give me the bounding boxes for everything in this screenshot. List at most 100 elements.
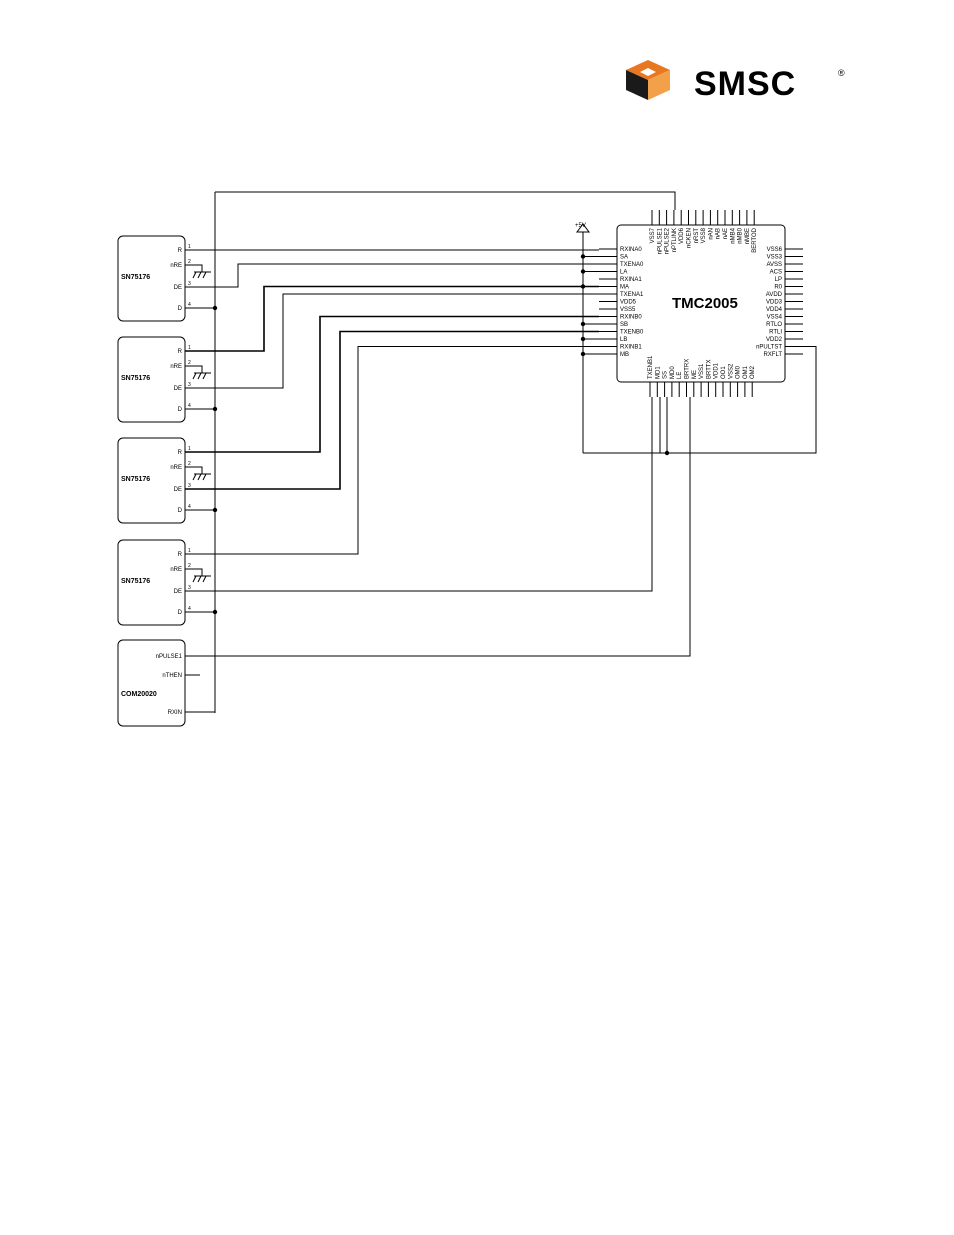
main-chip-bottom-pin-label: VSS2 — [728, 363, 734, 379]
main-chip-top-pin-label: VSS7 — [650, 227, 656, 243]
transceiver-pin-label: nRE — [170, 364, 182, 370]
main-chip-right-pin-label: VSS4 — [767, 315, 783, 321]
transceiver-pin-number: 2 — [188, 461, 191, 467]
wire-nplttst-loop — [583, 346, 817, 454]
transceiver-pin-label: R — [178, 450, 183, 456]
smsc-logo: SMSC ® — [626, 60, 845, 103]
transceiver-name: SN75176 — [121, 274, 150, 281]
main-chip-right-pin-label: AVSS — [766, 262, 782, 268]
main-chip-left-pin-label: LA — [620, 270, 627, 276]
controller-pin-label: RXIN — [168, 710, 182, 716]
junction-dot — [580, 336, 586, 342]
wire-bus-to-chip-top — [215, 191, 676, 210]
main-chip-top-pin-label: nRST — [694, 228, 700, 244]
main-chip-right-pin-label: nPULTST — [756, 345, 782, 351]
main-chip-top-pin-label: nCKEN — [687, 228, 693, 248]
main-chip-bottom-pin-label: MD1 — [655, 366, 661, 379]
transceiver-pin-number: 1 — [188, 446, 191, 452]
main-chip-left-pin-label: RXINB1 — [620, 345, 642, 351]
ground-stub — [185, 466, 203, 474]
transceiver-pin-number: 3 — [188, 585, 191, 591]
junction-dot — [212, 406, 218, 412]
transceiver-pin-number: 3 — [188, 483, 191, 489]
transceiver-pin-number: 1 — [188, 345, 191, 351]
main-chip-bottom-pin-label: VSS1 — [699, 363, 705, 379]
main-chip-top-pin-label: BERTOD — [752, 227, 758, 252]
main-chip-top-pin-label: nMB0 — [738, 227, 744, 243]
junction-dot — [664, 450, 670, 456]
transceiver-body — [117, 437, 186, 524]
main-chip-right-pin-label: LP — [775, 277, 782, 283]
main-chip-bottom-pin-label: SS — [663, 371, 669, 379]
main-chip-right-pin-label: RTLO — [766, 322, 782, 328]
transceiver-pin-label: R — [178, 349, 183, 355]
transceiver-pin-label: R — [178, 248, 183, 254]
wire-signal — [185, 285, 599, 352]
main-chip-left-pin-label: TXENB0 — [620, 330, 644, 336]
main-chip-right-pin-label: R0 — [774, 285, 782, 291]
transceiver-pin-label: D — [178, 610, 183, 616]
main-chip-left-pin-label: RXINB0 — [620, 315, 642, 321]
main-chip-top-pin-label: nAN — [708, 228, 714, 240]
transceiver-name: SN75176 — [121, 476, 150, 483]
controller-name: COM20020 — [121, 691, 157, 698]
transceiver-pin-number: 4 — [188, 606, 191, 612]
main-chip-bottom-pin-label: VDD1 — [714, 362, 720, 379]
main-chip-bottom-pin-label: OM2 — [750, 365, 756, 379]
main-chip-top-pin-label: nAE — [723, 228, 729, 239]
ground-icon — [192, 575, 211, 583]
ground-stub — [185, 365, 203, 373]
junction-dot — [212, 609, 218, 615]
controller-body — [117, 639, 186, 727]
transceiver-pin-label: DE — [174, 386, 182, 392]
main-chip-left-pin-label: VSS5 — [620, 307, 636, 313]
controller-pin-label: nTHEN — [162, 673, 182, 679]
main-chip-bottom-pin-label: OM0 — [736, 365, 742, 379]
transceiver-pin-label: D — [178, 306, 183, 312]
transceiver-name: SN75176 — [121, 578, 150, 585]
main-chip-left-pin-label: MA — [620, 285, 629, 291]
main-chip-bottom-pin-label: BRTRX — [685, 359, 691, 379]
main-chip-right-pin-label: ACS — [770, 270, 782, 276]
transceiver-pin-number: 3 — [188, 382, 191, 388]
transceiver-pin-number: 3 — [188, 281, 191, 287]
main-chip-right-pin-label: VSS3 — [767, 255, 783, 261]
transceiver-pin-label: D — [178, 508, 183, 514]
main-chip-left-pin-label: SB — [620, 322, 628, 328]
transceiver-body — [117, 235, 186, 322]
main-chip-bottom-pin-label: OO1 — [721, 366, 727, 379]
main-chip-left-pin-label: SA — [620, 255, 628, 261]
main-chip-right-pin-label: VSS6 — [767, 247, 783, 253]
ground-icon — [192, 372, 211, 380]
main-chip-right-pin-label: VDD3 — [766, 300, 783, 306]
main-chip-right-pin-label: RXFLT — [763, 352, 782, 358]
transceiver-pin-label: DE — [174, 589, 182, 595]
wire-signal — [185, 330, 599, 490]
transceiver-pin-number: 2 — [188, 259, 191, 265]
transceiver-pin-number: 2 — [188, 563, 191, 569]
junction-dot — [580, 254, 586, 259]
controller-pin-label: nPULSE1 — [156, 654, 183, 660]
junction-dot — [580, 321, 586, 327]
main-chip-left-pin-label: TXENA0 — [620, 262, 644, 268]
logo-wordmark: SMSC — [694, 65, 796, 103]
junction-dot — [580, 284, 586, 289]
wire-signal — [185, 346, 599, 555]
main-chip-bottom-pin-label: TXENB1 — [648, 355, 654, 379]
junction-dot — [580, 351, 586, 357]
main-chip-left-pin-label: TXENA1 — [620, 292, 644, 298]
ground-icon — [192, 271, 211, 279]
wire-signal — [185, 263, 599, 288]
transceiver-pin-label: DE — [174, 487, 182, 493]
main-chip-name: TMC2005 — [672, 295, 738, 312]
main-chip-body — [616, 224, 786, 383]
transceiver-pin-number: 2 — [188, 360, 191, 366]
transceiver-body — [117, 336, 186, 423]
main-chip-left-pin-label: RXINA0 — [620, 247, 642, 253]
smsc-logo-mark-icon — [626, 60, 670, 100]
main-chip-top-pin-label: nAB — [716, 228, 722, 239]
transceiver-pin-label: DE — [174, 285, 182, 291]
main-chip-left-pin-label: VDD5 — [620, 300, 637, 306]
